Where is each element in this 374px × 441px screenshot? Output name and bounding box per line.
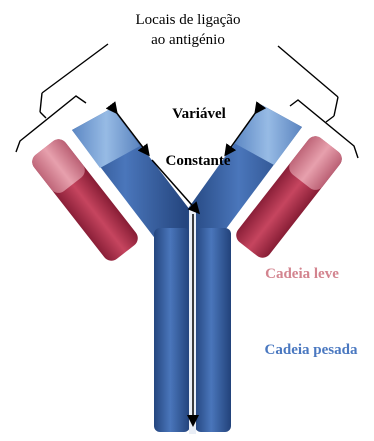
variable-label: Variável xyxy=(172,106,226,122)
binding-sites-label-line2: ao antigénio xyxy=(151,32,225,48)
light-chain-label: Cadeia leve xyxy=(265,266,339,282)
binding-sites-label-line1: Locais de ligação xyxy=(136,12,241,28)
constant-label: Constante xyxy=(165,153,230,169)
heavy-chain-stem-right xyxy=(195,228,231,432)
heavy-chain-label: Cadeia pesada xyxy=(265,342,358,358)
heavy-chain-stem-left xyxy=(154,228,190,432)
